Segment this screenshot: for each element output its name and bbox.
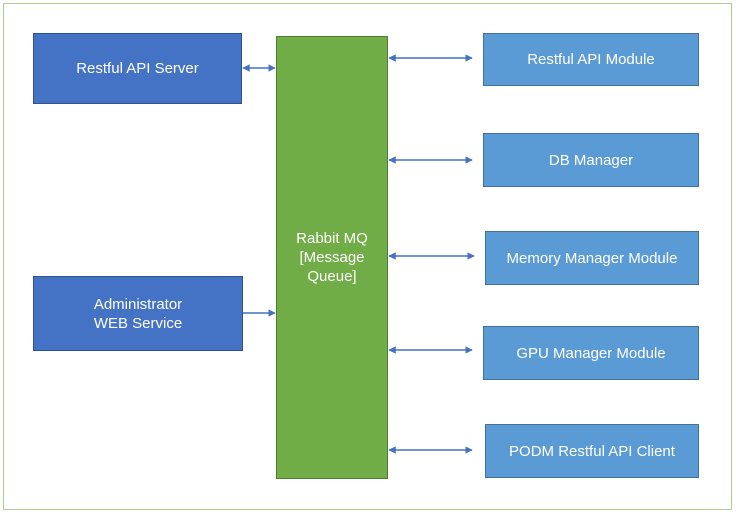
restful-api-module-label: Restful API Module xyxy=(527,51,655,68)
admin-web-service-label: Administrator WEB Service xyxy=(93,295,183,332)
restful-api-server-box: Restful API Server xyxy=(33,33,242,104)
podm-restful-api-client-label: PODM Restful API Client xyxy=(509,442,675,460)
memory-manager-module-label: Memory Manager Module xyxy=(506,249,678,267)
gpu-manager-module-box: GPU Manager Module xyxy=(483,326,699,380)
db-manager-box: DB Manager xyxy=(483,133,699,187)
db-manager-label: DB Manager xyxy=(548,151,634,169)
admin-web-service-box: Administrator WEB Service xyxy=(33,276,243,351)
restful-api-module-box: Restful API Module xyxy=(483,33,699,86)
rabbit-mq-label: Rabbit MQ [Message Queue] xyxy=(296,230,368,285)
podm-restful-api-client-box: PODM Restful API Client xyxy=(485,424,699,478)
restful-api-server-label: Restful API Server xyxy=(76,60,199,77)
gpu-manager-module-label: GPU Manager Module xyxy=(516,344,666,362)
memory-manager-module-box: Memory Manager Module xyxy=(485,231,699,285)
rabbit-mq-box: Rabbit MQ [Message Queue] xyxy=(276,36,388,479)
